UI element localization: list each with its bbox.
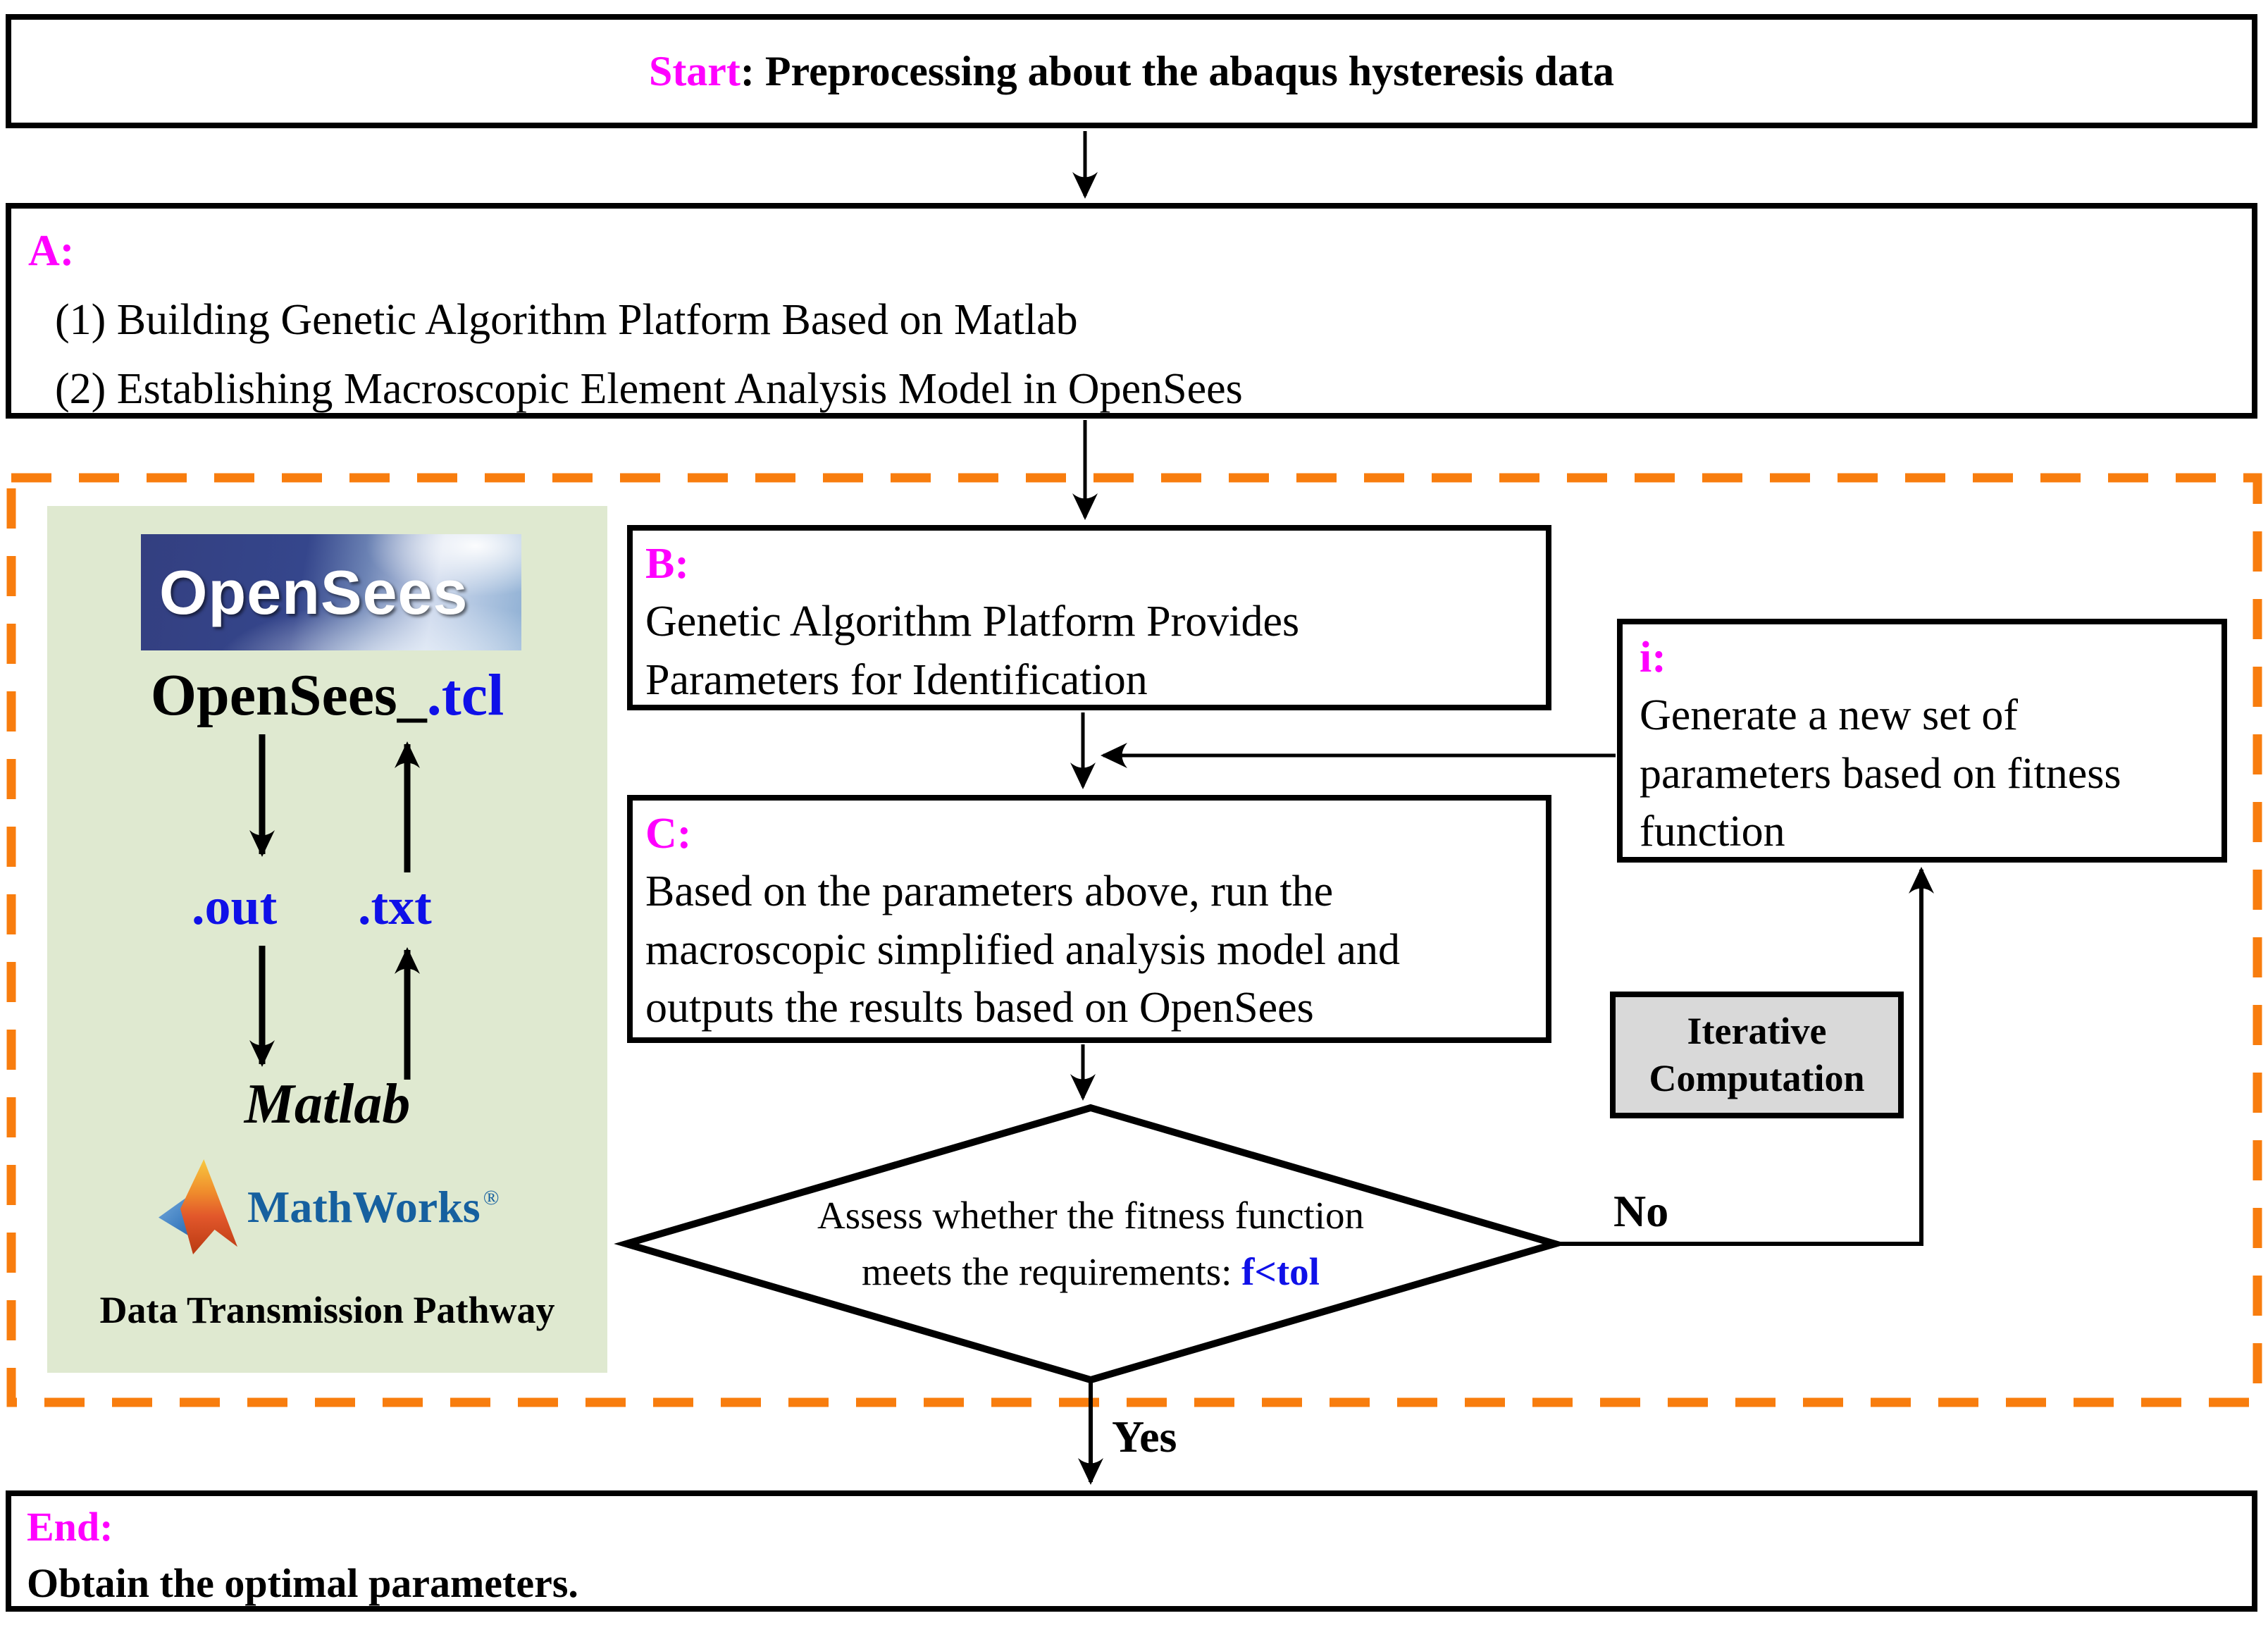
step-b-label: B: (645, 540, 689, 588)
out-file-label: .out (192, 878, 278, 936)
opensees-file-ext: .tcl (426, 662, 504, 728)
step-c-line3: outputs the results based on OpenSees (645, 984, 1314, 1032)
iterative-computation-box: Iterative Computation (1610, 992, 1904, 1118)
step-c-line2: macroscopic simplified analysis model an… (645, 925, 1400, 974)
start-title: Start: Preprocessing about the abaqus hy… (649, 47, 1614, 96)
step-b-box: B: Genetic Algorithm Platform Provides P… (627, 525, 1551, 710)
matlab-label: Matlab (244, 1073, 411, 1135)
decision-diamond (614, 1104, 1568, 1384)
data-transmission-panel (47, 506, 607, 1373)
opensees-logo-text: OpenSees (159, 557, 469, 627)
step-i-label: i: (1640, 634, 1666, 681)
mathworks-logo-row: MathWorks ® (159, 1159, 499, 1254)
step-i-line3: function (1640, 808, 1785, 856)
step-a-line1: (1) Building Genetic Algorithm Platform … (55, 295, 1078, 344)
decision-condition: f<tol (1241, 1250, 1320, 1293)
decision-line2-prefix: meets the requirements: (862, 1250, 1242, 1293)
end-text: Obtain the optimal parameters. (27, 1560, 578, 1607)
start-box: Start: Preprocessing about the abaqus hy… (6, 14, 2257, 128)
step-a-label: A: (28, 227, 75, 275)
step-b-line1: Genetic Algorithm Platform Provides (645, 598, 1300, 646)
opensees-tcl-file: OpenSees_.tcl (47, 661, 607, 729)
decision-text: Assess whether the fitness function meet… (738, 1172, 1443, 1316)
step-b-line2: Parameters for Identification (645, 655, 1148, 704)
registered-trademark-icon: ® (483, 1185, 500, 1209)
opensees-file-base: OpenSees_ (150, 662, 427, 728)
step-i-line1: Generate a new set of (1640, 691, 2019, 740)
panel-caption: Data Transmission Pathway (99, 1289, 555, 1331)
step-i-line2: parameters based on fitness (1640, 749, 2121, 798)
txt-file-label: .txt (358, 878, 432, 936)
opensees-logo: OpenSees (141, 534, 521, 650)
step-a-line2: (2) Establishing Macroscopic Element Ana… (55, 364, 1243, 413)
start-text: : Preprocessing about the abaqus hystere… (740, 47, 1615, 94)
iterative-line1: Iterative (1687, 1009, 1827, 1052)
arrow-no-to-i (1556, 867, 1934, 1246)
mathworks-membrane-icon (159, 1159, 237, 1254)
step-a-box: A: (1) Building Genetic Algorithm Platfo… (6, 203, 2257, 419)
step-c-box: C: Based on the parameters above, run th… (627, 795, 1551, 1043)
end-label: End: (27, 1504, 113, 1550)
step-i-box: i: Generate a new set of parameters base… (1617, 619, 2227, 863)
iterative-line2: Computation (1649, 1057, 1865, 1099)
decision-line1: Assess whether the fitness function (817, 1194, 1364, 1237)
step-c-line1: Based on the parameters above, run the (645, 868, 1334, 916)
yes-edge-label: Yes (1112, 1412, 1177, 1462)
mathworks-wordmark: MathWorks (247, 1181, 481, 1232)
step-c-label: C: (645, 810, 692, 858)
decision-line2: meets the requirements: f<tol (862, 1244, 1320, 1300)
start-label: Start (648, 47, 740, 94)
mathworks-icon-orange-peak (180, 1159, 237, 1254)
no-edge-label: No (1613, 1186, 1669, 1236)
iteration-dashed-frame (6, 473, 2262, 1407)
end-box: End: Obtain the optimal parameters. (6, 1490, 2257, 1612)
